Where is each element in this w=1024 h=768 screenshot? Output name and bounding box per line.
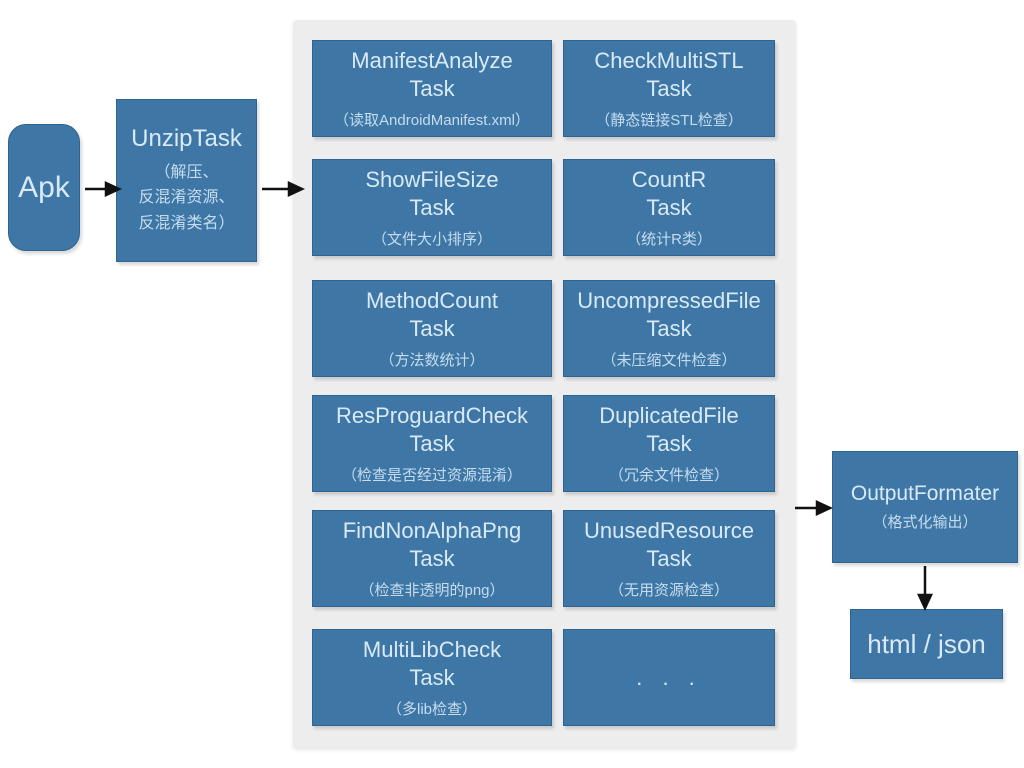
apk-label: Apk [18, 170, 70, 204]
task-title: ResProguardCheck [336, 403, 528, 429]
result-label: html / json [867, 628, 986, 659]
task-title: MultiLibCheck [362, 637, 502, 663]
task-title: FindNonAlphaPng [342, 518, 522, 544]
task-subtitle: （冗余文件检查） [608, 466, 729, 484]
unzip-task-title: UnzipTask [131, 124, 242, 152]
task-subtitle: （文件大小排序） [371, 230, 492, 248]
task-box-more-tasks: . . . [563, 629, 775, 726]
task-title-line2: Task [646, 316, 692, 341]
task-subtitle: （方法数统计） [379, 351, 485, 369]
unzip-task-subtitle: （解压、 反混淆资源、 反混淆类名） [138, 160, 234, 237]
task-title-line2: Task [646, 546, 692, 571]
task-title-line2: Task [409, 316, 455, 341]
task-title: CheckMultiSTL [594, 48, 744, 74]
unzip-sub-line-3: 反混淆类名） [138, 214, 235, 232]
task-title: UncompressedFile [577, 288, 761, 314]
task-subtitle: （检查非透明的png） [359, 581, 505, 599]
task-panel [293, 20, 796, 748]
task-title-line2: Task [646, 195, 692, 220]
output-formater-node: OutputFormater （格式化输出） [832, 451, 1018, 563]
task-title-line2: Task [409, 431, 455, 456]
task-subtitle: （多lib检查） [386, 700, 477, 718]
task-ellipsis-label: . . . [636, 664, 702, 690]
task-subtitle: （无用资源检查） [608, 581, 729, 599]
task-subtitle: （检查是否经过资源混淆） [341, 466, 522, 484]
task-title-line2: Task [409, 546, 455, 571]
task-title-line2: Task [409, 76, 455, 101]
task-title-line2: Task [646, 76, 692, 101]
task-title: DuplicatedFile [599, 403, 739, 429]
task-title: ManifestAnalyze [351, 48, 513, 74]
apk-node: Apk [8, 124, 80, 251]
task-subtitle: （静态链接STL检查） [595, 111, 743, 129]
unzip-sub-line-1: （解压、 [154, 163, 219, 181]
task-title: MethodCount [365, 288, 499, 314]
task-title: UnusedResource [584, 518, 754, 544]
task-title: CountR [631, 167, 707, 193]
output-formater-subtitle: （格式化输出） [872, 514, 978, 531]
result-node: html / json [850, 609, 1003, 679]
task-subtitle: （统计R类） [626, 230, 712, 248]
output-formater-title: OutputFormater [850, 482, 1000, 505]
unzip-task-node: UnzipTask （解压、 反混淆资源、 反混淆类名） [116, 99, 257, 262]
task-subtitle: （未压缩文件检查） [601, 351, 737, 369]
task-title-line2: Task [409, 665, 455, 690]
task-subtitle: （读取AndroidManifest.xml） [334, 111, 530, 129]
unzip-sub-line-2: 反混淆资源、 [138, 189, 235, 207]
task-title-line2: Task [409, 195, 455, 220]
task-title: ShowFileSize [365, 167, 499, 193]
task-title-line2: Task [646, 431, 692, 456]
